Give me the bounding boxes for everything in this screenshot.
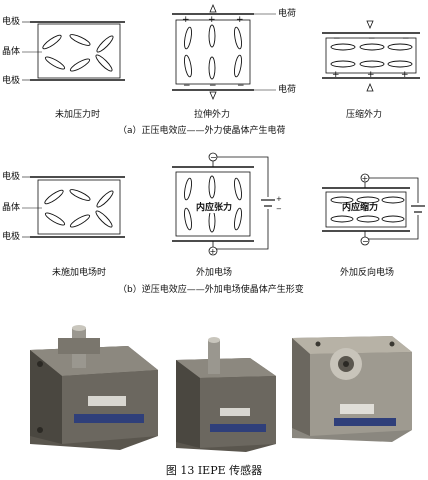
caption-reverse-field: 外加反向电场: [340, 268, 395, 278]
svg-text:+: +: [332, 70, 340, 80]
sensor-photos: [30, 325, 412, 452]
svg-text:−: −: [183, 81, 191, 91]
figure-caption: 图 13 IEPE 传感器: [165, 464, 263, 477]
label-electrode-bottom-b: 电极: [2, 232, 21, 242]
caption-no-field: 未施加电场时: [52, 268, 107, 278]
caption-no-pressure: 未加压力时: [55, 110, 101, 120]
caption-applied-field: 外加电场: [196, 268, 233, 278]
crystal-box-no-pressure: [30, 21, 125, 81]
sensor-unit-2: [176, 337, 276, 452]
crystal-box-no-field: [30, 176, 125, 238]
svg-text:−: −: [210, 153, 217, 162]
caption-a: （a）正压电效应——外力使晶体产生电荷: [118, 126, 286, 136]
sensor-unit-3: [292, 336, 412, 442]
crystal-box-reverse-field: + −: [322, 173, 425, 246]
svg-text:+: +: [182, 15, 190, 25]
svg-text:−: −: [209, 81, 217, 91]
svg-text:+: +: [208, 15, 216, 25]
caption-compress: 压缩外力: [346, 110, 383, 120]
label-internal-compression: 内应缩力: [342, 203, 379, 213]
label-crystal-b: 晶体: [2, 203, 21, 213]
svg-text:+: +: [367, 70, 375, 80]
sensor-unit-1: [30, 325, 158, 450]
label-charge-bottom: 电荷: [278, 85, 297, 95]
label-charge-top: 电荷: [278, 9, 297, 19]
caption-b: （b）逆压电效应——外加电场使晶体产生形变: [118, 285, 304, 295]
direct-piezo-diagram: + + + − − − − − − + + +: [22, 3, 420, 101]
svg-text:−: −: [402, 34, 410, 44]
svg-text:+: +: [236, 15, 244, 25]
svg-text:+: +: [210, 247, 217, 256]
svg-text:−: −: [237, 81, 245, 91]
svg-text:+: +: [276, 195, 282, 203]
label-crystal-a: 晶体: [2, 47, 21, 57]
svg-text:+: +: [362, 174, 369, 183]
svg-text:+: +: [401, 70, 409, 80]
label-electrode-top-a: 电极: [2, 17, 21, 27]
label-electrode-bottom-a: 电极: [2, 76, 21, 86]
label-internal-tension: 内应张力: [196, 203, 233, 213]
svg-text:−: −: [276, 205, 282, 213]
crystal-box-compress: − − − + + +: [322, 20, 420, 92]
svg-text:−: −: [362, 237, 369, 246]
svg-text:−: −: [333, 34, 341, 44]
svg-text:−: −: [368, 34, 376, 44]
caption-tensile: 拉伸外力: [194, 110, 231, 120]
crystal-box-tensile: + + + − − −: [172, 3, 254, 101]
label-electrode-top-b: 电极: [2, 172, 21, 182]
